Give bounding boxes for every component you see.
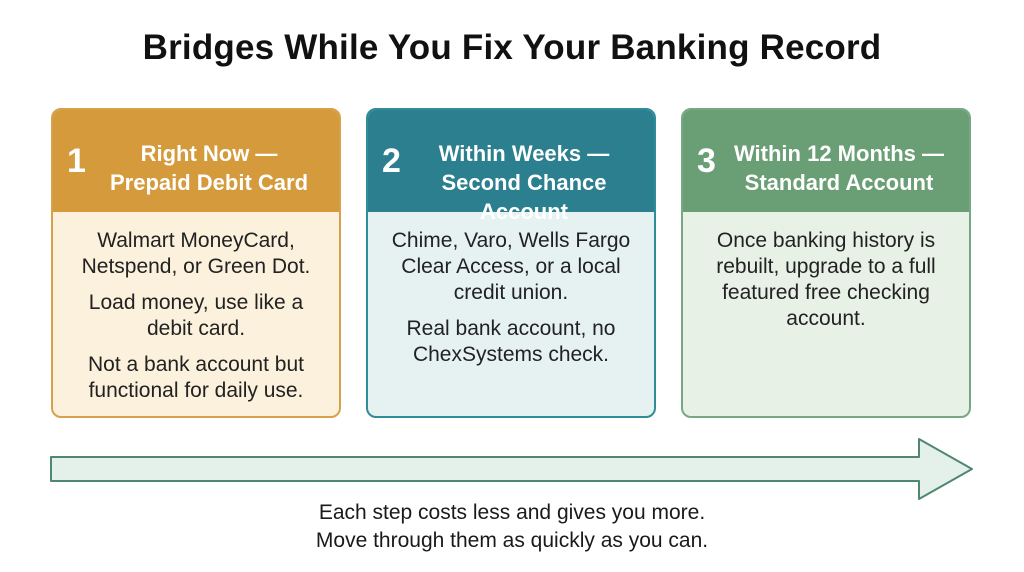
step-1-paragraph: Not a bank account but functional for da… [88, 353, 304, 402]
step-1-body: Walmart MoneyCard, Netspend, or Green Do… [53, 212, 339, 404]
step-1-paragraph: Walmart MoneyCard, Netspend, or Green Do… [81, 229, 311, 278]
step-2-number: 2 [382, 142, 401, 180]
step-1-paragraph: Load money, use like a debit card. [88, 291, 304, 340]
step-card-1: 1 Right Now — Prepaid Debit Card Walmart… [51, 108, 341, 418]
caption-line2: Move through them as quickly as you can. [315, 529, 709, 552]
step-3-paragraph: Once banking history is rebuilt, upgrade… [716, 229, 936, 330]
page-title: Bridges While You Fix Your Banking Recor… [142, 28, 882, 67]
step-2-paragraph: Real bank account, no ChexSystems check. [406, 317, 616, 366]
step-3-header: 3 Within 12 Months — Standard Account [683, 110, 969, 212]
step-3-title: Within 12 Months — Standard Account [713, 139, 965, 197]
caption-line1: Each step costs less and gives you more. [318, 501, 706, 524]
step-1-title: Right Now — Prepaid Debit Card [83, 139, 335, 197]
step-3-number: 3 [697, 142, 716, 180]
step-3-title-line2: Standard Account [744, 170, 934, 195]
step-1-title-line1: Right Now — [140, 141, 278, 166]
step-card-3: 3 Within 12 Months — Standard Account On… [681, 108, 971, 418]
step-2-header: 2 Within Weeks — Second Chance Account [368, 110, 654, 224]
progress-arrow [50, 438, 973, 500]
step-3-title-line1: Within 12 Months — [733, 141, 944, 166]
caption: Each step costs less and gives you more.… [0, 499, 1024, 555]
step-2-title-line2: Second Chance Account [441, 170, 607, 224]
progress-arrow-shape [50, 438, 973, 500]
step-card-2: 2 Within Weeks — Second Chance Account C… [366, 108, 656, 418]
step-1-title-line2: Prepaid Debit Card [109, 170, 309, 195]
step-2-title-line1: Within Weeks — [438, 141, 610, 166]
step-2-paragraph: Chime, Varo, Wells Fargo Clear Access, o… [391, 229, 631, 304]
step-1-number: 1 [67, 142, 86, 180]
step-2-body: Chime, Varo, Wells Fargo Clear Access, o… [368, 212, 654, 368]
step-2-title: Within Weeks — Second Chance Account [398, 139, 650, 226]
step-3-body: Once banking history is rebuilt, upgrade… [683, 212, 969, 332]
step-1-header: 1 Right Now — Prepaid Debit Card [53, 110, 339, 212]
